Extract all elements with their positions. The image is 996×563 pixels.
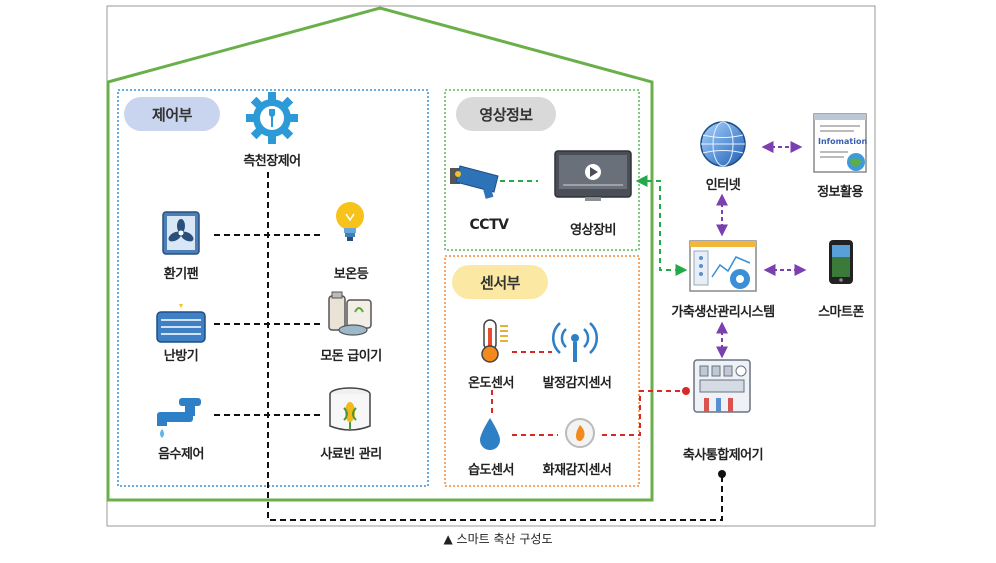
- cctv-camera-icon: [450, 165, 499, 199]
- sensor-section-pill: 센서부: [452, 265, 548, 299]
- livestock-system-label: 가축생산관리시스템: [671, 305, 775, 320]
- heater-icon: [156, 304, 206, 343]
- controller-sensor-dot: [682, 387, 690, 395]
- feeder-label: 모돈 급이기: [320, 349, 382, 364]
- link-video-system: [635, 175, 688, 276]
- measure-control-label: 측천장제어: [243, 154, 301, 169]
- water-drop-icon: [480, 418, 500, 450]
- vent-fan-icon: [162, 211, 200, 255]
- sensor-section-box: [444, 255, 640, 487]
- link-control-bus: [267, 172, 723, 521]
- light-bulb-icon: [336, 202, 364, 241]
- house-outline: [106, 6, 654, 502]
- video-section-pill: 영상정보: [456, 97, 556, 131]
- fire-sensor-label: 화재감지센서: [542, 463, 612, 478]
- information-document-icon: Infomation: [813, 113, 867, 173]
- control-section-box: [117, 89, 429, 487]
- control-section-pill: 제어부: [124, 97, 220, 131]
- info-screen-text: Infomation: [818, 137, 867, 146]
- globe-icon: [700, 121, 746, 167]
- fever-sensor-label: 발정감지센서: [542, 376, 612, 391]
- info-use-label: 정보활용: [817, 185, 863, 200]
- video-monitor-icon: [554, 150, 632, 201]
- signal-sensor-icon: [551, 322, 599, 362]
- feed-bin-label: 사료빈 관리: [320, 447, 382, 462]
- smartphone-label: 스마트폰: [818, 305, 864, 320]
- link-sensor-controller: [602, 390, 682, 436]
- feeder-icon: [328, 291, 372, 336]
- warm-light-label: 보온등: [333, 267, 369, 282]
- heater-label: 난방기: [163, 349, 199, 364]
- controller-bus-dot: [718, 470, 726, 478]
- management-system-icon: [689, 240, 757, 292]
- gear-wrench-icon: [246, 92, 298, 144]
- smartphone-icon: [829, 240, 853, 284]
- fire-sensor-icon: [565, 418, 595, 448]
- video-equipment-label: 영상장비: [570, 223, 616, 238]
- faucet-icon: [157, 398, 201, 438]
- video-section-box: [444, 89, 640, 251]
- integrated-controller-icon: [693, 359, 751, 413]
- temp-sensor-label: 온도센서: [468, 376, 514, 391]
- thermometer-icon: [481, 319, 508, 363]
- cctv-label: CCTV: [469, 217, 509, 233]
- internet-label: 인터넷: [705, 178, 741, 193]
- feed-bin-icon: [329, 387, 371, 431]
- water-control-label: 음수제어: [158, 447, 204, 462]
- humidity-sensor-label: 습도센서: [468, 463, 514, 478]
- vent-fan-label: 환기팬: [163, 267, 199, 282]
- integrated-controller-label: 축사통합제어기: [682, 448, 764, 463]
- figure-caption: ▲ 스마트 축산 구성도: [443, 532, 553, 546]
